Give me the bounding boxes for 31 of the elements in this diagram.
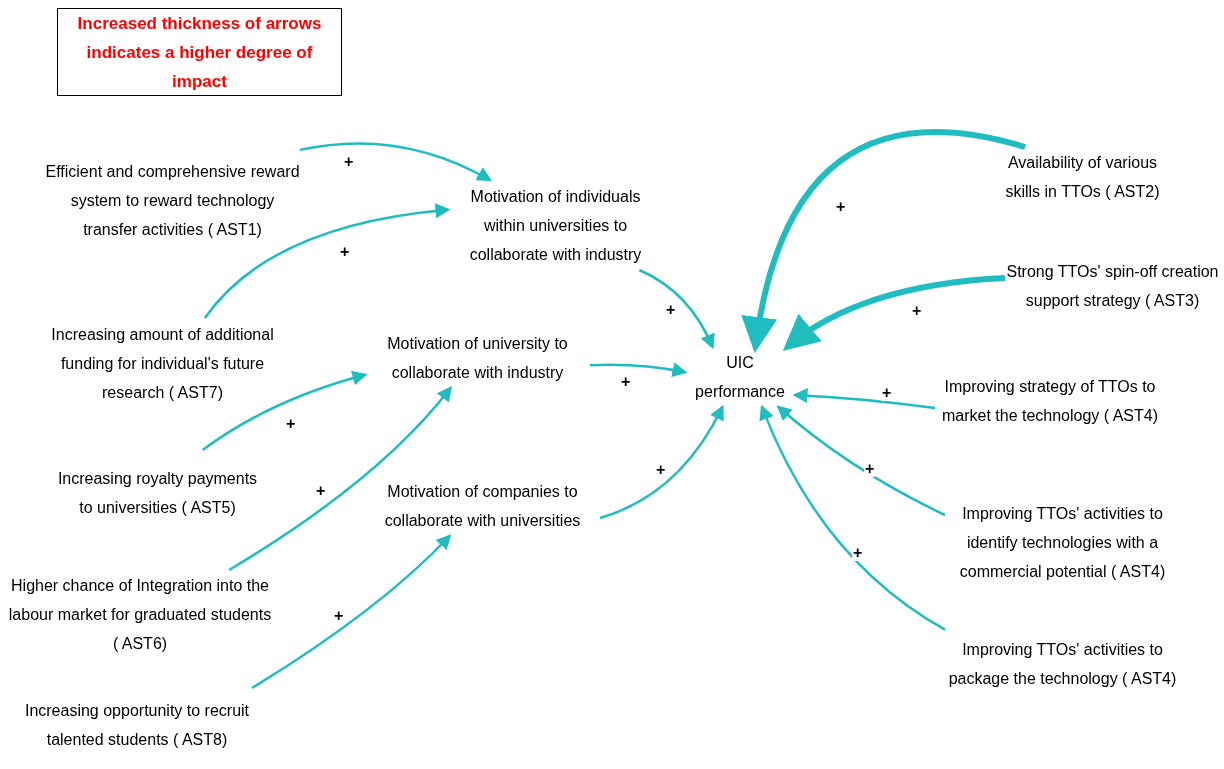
- arrow: [228, 386, 453, 572]
- edge-label: +: [864, 461, 876, 477]
- factor-text: Efficient and comprehensive reward system to reward technology transfer activities ( AST1): [45, 143, 300, 258]
- arrow: [792, 388, 936, 410]
- factor-text: Increasing royalty payments to universities ( AST5): [55, 450, 260, 535]
- factor-text: Increasing opportunity to recruit talented students ( AST8): [22, 682, 252, 768]
- arrow: [776, 405, 946, 517]
- arrow: [201, 370, 368, 451]
- arrow: [599, 404, 724, 520]
- arrow: [759, 404, 946, 631]
- arrow: [589, 362, 688, 378]
- arrow: [299, 142, 493, 182]
- factor-text: Improving TTOs' activities to identify technologies with a commercial potential ( AST4): [945, 497, 1180, 587]
- edge-label: +: [881, 385, 893, 401]
- note-box: Increased thickness of arrows indicates a higher degree of impact: [57, 8, 342, 96]
- arrow: [782, 275, 1006, 351]
- factor-text: Motivation of companies to collaborate with universities: [365, 476, 600, 536]
- factor-text: Availability of various skills in TTOs ( AST2): [990, 147, 1175, 207]
- factor-text: Improving TTOs' activities to package the technology ( AST4): [945, 620, 1180, 708]
- factor-text: Increasing amount of additional funding for individual's future research ( AST7): [30, 318, 295, 408]
- arrow: [203, 203, 451, 319]
- arrow: [742, 129, 1026, 353]
- factor-text: Improving strategy of TTOs to market the technology ( AST4): [935, 357, 1165, 445]
- arrow: [251, 534, 452, 690]
- factor-text: Higher chance of Integration into the labour market for graduated students ( AST6): [5, 570, 275, 658]
- factor-text: UIC performance: [685, 347, 795, 407]
- arrow: [638, 268, 715, 350]
- factor-text: Strong TTOs' spin-off creation support strategy ( AST3): [1005, 242, 1220, 330]
- edge-label: +: [852, 545, 864, 561]
- factor-text: Motivation of university to collaborate with industry: [365, 328, 590, 388]
- factor-text: Motivation of individuals within universities to collaborate with industry: [448, 180, 663, 270]
